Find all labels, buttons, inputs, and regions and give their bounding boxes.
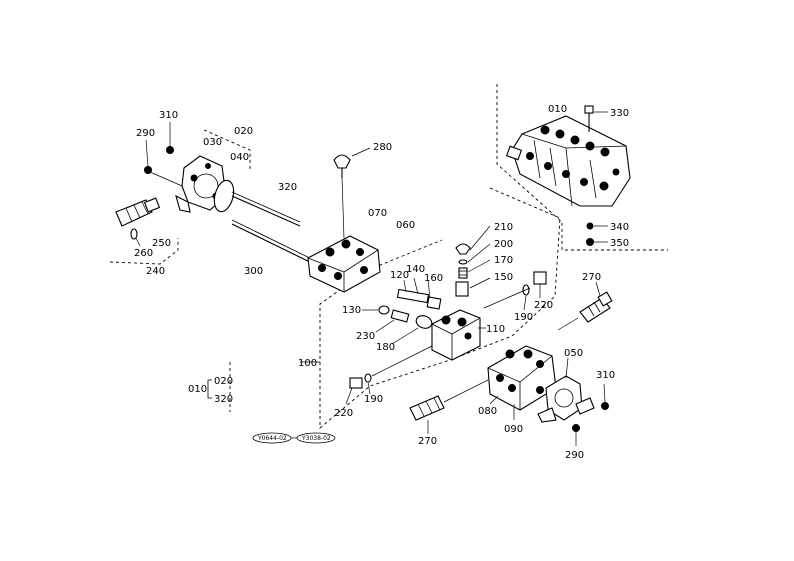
washer-130 — [378, 305, 390, 315]
label-210: 210 — [494, 222, 513, 233]
label-050: 050 — [564, 348, 583, 359]
label-190b: 190 — [364, 394, 383, 405]
nut-310-left — [166, 146, 174, 154]
spool-120 — [396, 277, 442, 310]
label-190a: 190 — [514, 312, 533, 323]
label-270b: 270 — [418, 436, 437, 447]
group-boundary-240 — [109, 238, 179, 265]
label-150: 150 — [494, 272, 513, 283]
label-220b: 220 — [334, 408, 353, 419]
label-120: 120 — [390, 270, 409, 281]
reference-code-1: Y0644-02 — [257, 435, 287, 442]
nut-290-right — [572, 424, 580, 432]
label-320b: 320 — [214, 394, 233, 405]
group-boundary-020 — [203, 129, 251, 172]
group-boundary-top-right — [496, 84, 668, 251]
o-ring-200 — [458, 259, 468, 265]
plug-220-lower — [349, 377, 363, 389]
outlet-section-080 — [487, 345, 557, 411]
relief-valve-270-lower — [409, 379, 489, 421]
label-200: 200 — [494, 239, 513, 250]
body-110 — [431, 309, 486, 361]
label-330: 330 — [610, 108, 629, 119]
label-350: 350 — [610, 238, 629, 249]
label-270a: 270 — [582, 272, 601, 283]
relief-valve-250 — [115, 197, 161, 227]
seal-260 — [130, 228, 138, 240]
reference-code-2: Y3038-02 — [301, 435, 331, 442]
label-040: 040 — [230, 152, 249, 163]
label-180: 180 — [376, 342, 395, 353]
label-220a: 220 — [534, 300, 553, 311]
label-070: 070 — [368, 208, 387, 219]
label-100: 100 — [298, 358, 317, 369]
plug-220-upper — [533, 271, 547, 285]
label-160: 160 — [424, 273, 443, 284]
label-020b: 020 — [214, 376, 233, 387]
relief-valve-270-upper — [557, 291, 613, 331]
label-010b: 010 — [188, 384, 207, 395]
plug-280 — [333, 154, 351, 169]
label-310a: 310 — [159, 110, 178, 121]
nut-290-left — [144, 166, 152, 174]
seal-230 — [390, 309, 410, 323]
outlet-cover-050 — [537, 375, 595, 423]
label-300: 300 — [244, 266, 263, 277]
label-130: 130 — [342, 305, 361, 316]
bracket-010-group — [207, 379, 212, 399]
label-260: 260 — [134, 248, 153, 259]
washer-340 — [586, 222, 594, 230]
label-340: 340 — [610, 222, 629, 233]
label-170: 170 — [494, 255, 513, 266]
label-010a: 010 — [548, 104, 567, 115]
nut-350 — [586, 238, 594, 246]
section-valve-060 — [307, 235, 381, 293]
label-030: 030 — [203, 137, 222, 148]
label-310b: 310 — [596, 370, 615, 381]
nut-310-right — [601, 402, 609, 410]
label-280: 280 — [373, 142, 392, 153]
label-140: 140 — [406, 264, 425, 275]
label-020a: 020 — [234, 126, 253, 137]
o-ring-040 — [213, 179, 235, 213]
tie-rod-320 — [231, 195, 301, 227]
label-090: 090 — [504, 424, 523, 435]
label-110: 110 — [486, 324, 505, 335]
label-060: 060 — [396, 220, 415, 231]
label-320a: 320 — [278, 182, 297, 193]
label-290b: 290 — [565, 450, 584, 461]
poppet-150 — [455, 281, 469, 297]
cap-210 — [455, 243, 471, 255]
o-ring-190-lower — [364, 373, 372, 383]
label-240: 240 — [146, 266, 165, 277]
label-080: 080 — [478, 406, 497, 417]
label-290a: 290 — [136, 128, 155, 139]
label-250: 250 — [152, 238, 171, 249]
o-ring-180 — [415, 315, 433, 329]
spring-170 — [458, 267, 468, 279]
valve-assembly-010 — [505, 115, 631, 207]
tie-rod-300 — [231, 223, 319, 267]
label-230: 230 — [356, 331, 375, 342]
